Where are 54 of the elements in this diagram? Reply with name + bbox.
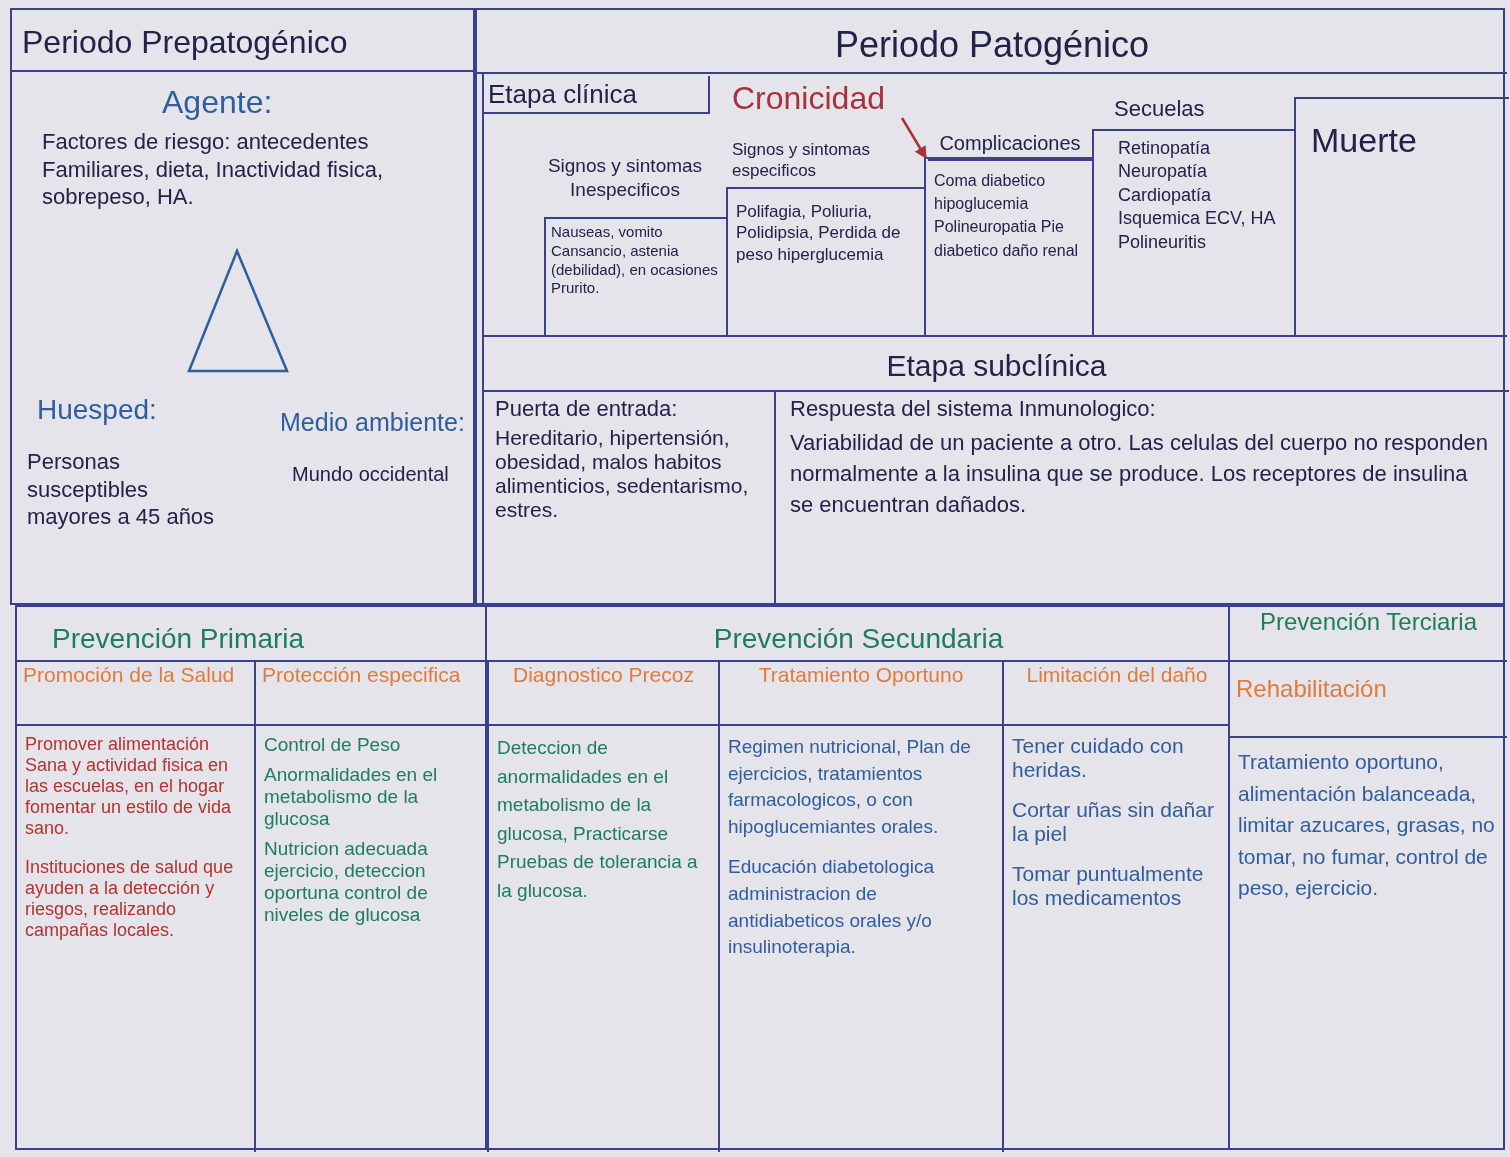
stage-heading: Etapa clínica <box>484 76 710 114</box>
body-text: Retinopatía Neuropatía Cardiopatía Isquemica ECV, HA Polineuritis <box>1117 137 1276 254</box>
stair-step <box>1294 97 1509 337</box>
section-heading: Prevención Secundaria <box>487 607 1230 662</box>
stage-heading: Etapa subclínica <box>484 337 1509 392</box>
body-text: Factores de riesgo: antecedentes Familiares, dieta, Inactividad fisica, sobrepeso, HA. <box>42 128 385 211</box>
body-text: Hereditario, hipertensión, obesidad, malos habitos alimenticios, sedentarismo, estres. <box>494 425 750 523</box>
body-text: Nauseas, vomito Cansancio, astenia (debilidad), en ocasiones Prurito. <box>550 223 719 298</box>
stage-label: Cronicidad <box>732 79 886 118</box>
step-heading: Signos y sintomas especificos <box>732 139 871 182</box>
cell-heading: Respuesta del sistema Inmunologico: <box>789 395 1157 423</box>
step-heading: Signos y sintomas Inespecificos <box>546 154 704 202</box>
body-text: Personas susceptibles mayores a 45 años <box>27 448 216 531</box>
factor-heading: Medio ambiente: <box>280 407 466 438</box>
body-text: Instituciones de salud que ayuden a la detección y riesgos, realizando campañas locales. <box>24 856 235 941</box>
step-heading: Muerte <box>1311 120 1418 161</box>
section-heading: Periodo Prepatogénico <box>12 10 477 72</box>
body-text: Educación diabetologica administracion de antidiabeticos orales y/o insulinoterapia. <box>727 855 935 960</box>
table-column <box>254 662 487 1152</box>
table-column <box>1002 662 1230 1152</box>
section-panel <box>15 605 485 1150</box>
table-column <box>718 662 1002 1152</box>
section-heading: Periodo Patogénico <box>477 10 1507 74</box>
section-heading: Prevención Terciaria <box>1230 607 1507 662</box>
body-text: Deteccion de anormalidades en el metabolismo de la glucosa, Practicarse Pruebas de tolerancia a la glucosa. <box>496 736 699 903</box>
stage-panel <box>482 74 1507 337</box>
body-text: Cortar uñas sin dañar la piel <box>1011 797 1215 846</box>
body-text: Control de Peso <box>263 733 402 756</box>
body-text: Promover alimentación Sana y actividad fisica en las escuelas, en el hogar fomentar un estilo de vida sano. <box>24 733 233 839</box>
step-heading: Secuelas <box>1114 95 1206 123</box>
section-panel <box>10 8 475 605</box>
body-text: Anormalidades en el metabolismo de la glucosa <box>263 763 439 830</box>
column-heading: Diagnostico Precoz <box>489 662 718 726</box>
body-text: Polifagia, Poliuria, Polidipsia, Perdida de peso hiperglucemia <box>735 201 902 265</box>
factor-heading: Agente: <box>162 83 274 122</box>
column-heading: Rehabilitación <box>1230 662 1507 738</box>
body-text: Variabilidad de un paciente a otro. Las celulas del cuerpo no responden normalmente a la insulina que se produce. Los receptores de insulina se encuentran dañados. <box>789 429 1489 519</box>
factor-heading: Huesped: <box>37 393 158 427</box>
cell-heading: Puerta de entrada: <box>494 395 679 423</box>
arrow <box>900 117 928 160</box>
body-text: Coma diabetico hipoglucemia Polineuropatia Pie diabetico daño renal <box>933 171 1080 261</box>
body-text: Regimen nutricional, Plan de ejercicios, tratamientos farmacologicos, o con hipoglucemiantes orales. <box>727 735 972 839</box>
body-text: Tratamiento oportuno, alimentación balanceada, limitar azucares, grasas, no tomar, no fumar, control de peso, ejercicio. <box>1237 749 1496 901</box>
column-heading: Limitación del daño <box>1004 662 1230 726</box>
column-heading: Protección especifica <box>256 662 487 726</box>
column-heading: Tratamiento Oportuno <box>720 662 1002 726</box>
section-heading: Prevención Primaria <box>17 607 487 662</box>
body-text: Mundo occidental <box>292 462 450 487</box>
body-text: Tomar puntualmente los medicamentos <box>1011 861 1205 910</box>
table-column <box>487 662 718 1152</box>
body-text: Nutricion adecuada ejercicio, deteccion oportuna control de niveles de glucosa <box>263 837 429 926</box>
body-text: Tener cuidado con heridas. <box>1011 733 1185 782</box>
section-panel <box>485 605 1228 1150</box>
column-heading: Promoción de la Salud <box>17 662 254 726</box>
